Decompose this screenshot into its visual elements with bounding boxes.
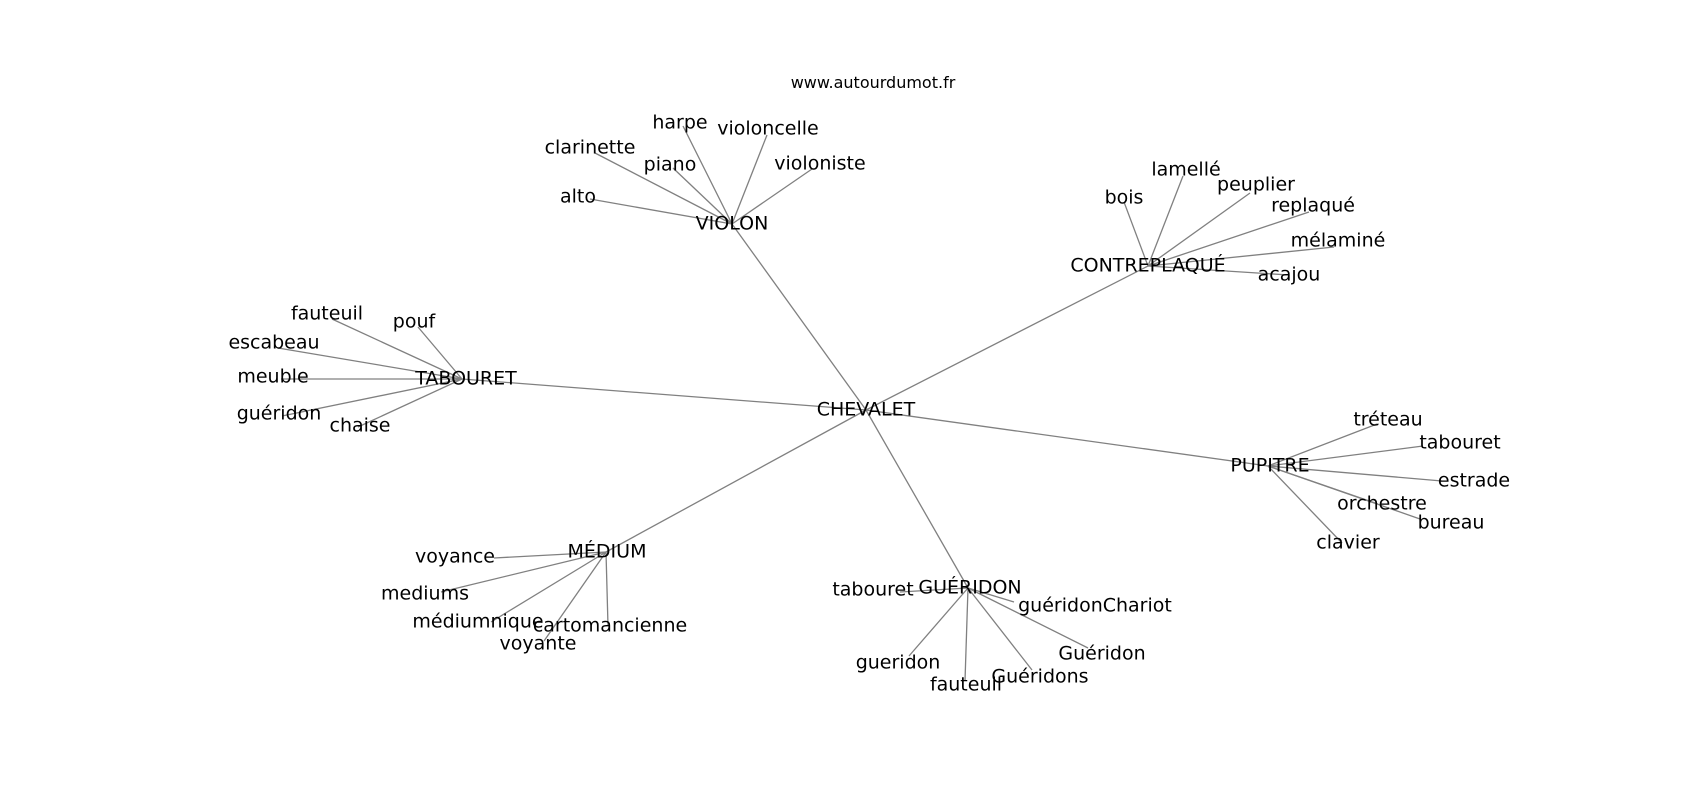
leaf-node-label: voyance [415, 546, 495, 568]
leaf-node-label: escabeau [228, 332, 319, 354]
edge-hub-to-leaf [331, 318, 463, 380]
hub-node-label: MÉDIUM [568, 540, 647, 563]
edge-center-to-hub [461, 378, 867, 411]
leaf-node-label: clarinette [545, 137, 636, 159]
leaf-node-label: alto [560, 186, 596, 208]
hub-node-label: CONTREPLAQUÉ [1070, 254, 1225, 277]
hub-node-label: PUPITRE [1230, 455, 1309, 477]
edge-hub-to-leaf [899, 587, 969, 593]
edge-hub-to-leaf [1267, 465, 1443, 482]
leaf-node-label: estrade [1438, 470, 1510, 492]
leaf-node-label: guéridonChariot [1018, 595, 1172, 617]
leaf-node-label: tréteau [1353, 409, 1422, 431]
edge-hub-to-leaf [589, 198, 733, 225]
edge-hub-to-leaf [731, 134, 768, 225]
leaf-node-label: fauteuil [930, 674, 1002, 696]
edge-hub-to-leaf [1147, 265, 1290, 276]
edge-hub-to-leaf [493, 551, 607, 559]
labels-layer: CHEVALETVIOLONaltoclarinetteharpepianovi… [228, 112, 1510, 696]
leaf-node-label: Guéridons [991, 666, 1088, 688]
leaf-node-label: voyante [500, 633, 577, 655]
center-node-label: CHEVALET [817, 399, 916, 421]
leaf-node-label: bois [1105, 187, 1144, 209]
leaf-node-label: harpe [652, 112, 707, 134]
edge-hub-to-leaf [731, 168, 813, 225]
edge-hub-to-leaf [281, 378, 463, 417]
edge-hub-to-leaf [967, 587, 1015, 603]
edge-hub-to-leaf [357, 378, 463, 428]
leaf-node-label: guéridon [237, 403, 322, 425]
edge-hub-to-leaf [967, 587, 1089, 649]
leaf-node-label: meuble [237, 366, 308, 388]
leaf-node-label: pouf [393, 311, 437, 333]
leaf-node-label: lamellé [1151, 159, 1220, 181]
leaf-node-label: violoniste [774, 153, 865, 175]
edge-hub-to-leaf [605, 551, 609, 627]
leaf-node-label: tabouret [832, 579, 913, 601]
edge-hub-to-leaf [1147, 246, 1335, 267]
edge-hub-to-leaf [1123, 201, 1149, 267]
leaf-node-label: violoncelle [717, 118, 818, 140]
edge-hub-to-leaf [682, 125, 733, 225]
edge-hub-to-leaf [1147, 211, 1310, 267]
leaf-node-label: peuplier [1217, 174, 1295, 196]
edge-center-to-hub [731, 223, 867, 411]
edge-center-to-hub [605, 409, 867, 553]
leaf-node-label: acajou [1258, 264, 1321, 286]
edge-hub-to-leaf [417, 326, 463, 380]
leaf-node-label: bureau [1418, 512, 1485, 534]
edge-hub-to-leaf [1147, 175, 1184, 267]
leaf-node-label: piano [644, 154, 697, 176]
leaf-node-label: Guéridon [1058, 643, 1145, 665]
leaf-node-label: mediums [381, 583, 469, 605]
edge-hub-to-leaf [440, 551, 607, 593]
edge-hub-to-leaf [490, 551, 607, 623]
edge-hub-to-leaf [594, 152, 733, 225]
hub-node-label: VIOLON [696, 213, 769, 235]
leaf-node-label: médiumnique [412, 611, 543, 633]
leaf-node-label: mélaminé [1291, 230, 1386, 252]
edge-hub-to-leaf [672, 167, 733, 225]
leaf-node-label: fauteuil [291, 303, 363, 325]
edge-hub-to-leaf [1267, 465, 1343, 544]
edge-hub-to-leaf [1267, 465, 1421, 520]
leaf-node-label: gueridon [856, 652, 941, 674]
edge-hub-to-leaf [1267, 445, 1424, 467]
edge-center-to-hub [865, 409, 1269, 467]
site-credit: www.autourdumot.fr [791, 73, 956, 92]
leaf-node-label: orchestre [1337, 493, 1427, 515]
edge-center-to-hub [865, 265, 1149, 411]
edges-layer [277, 125, 1443, 682]
leaf-node-label: clavier [1316, 532, 1380, 554]
edge-hub-to-leaf [964, 587, 969, 682]
edge-hub-to-leaf [543, 551, 607, 642]
leaf-node-label: cartomancienne [533, 615, 687, 637]
hub-node-label: GUÉRIDON [918, 576, 1021, 599]
leaf-node-label: replaqué [1271, 195, 1355, 217]
hub-node-label: TABOURET [414, 368, 517, 390]
leaf-node-label: tabouret [1419, 432, 1500, 454]
edge-hub-to-leaf [967, 587, 1033, 671]
leaf-node-label: chaise [330, 415, 391, 437]
edge-hub-to-leaf [277, 347, 463, 380]
edge-center-to-hub [865, 409, 969, 589]
edge-hub-to-leaf [908, 587, 969, 657]
edge-hub-to-leaf [1267, 423, 1378, 467]
edge-hub-to-leaf [1147, 192, 1251, 267]
